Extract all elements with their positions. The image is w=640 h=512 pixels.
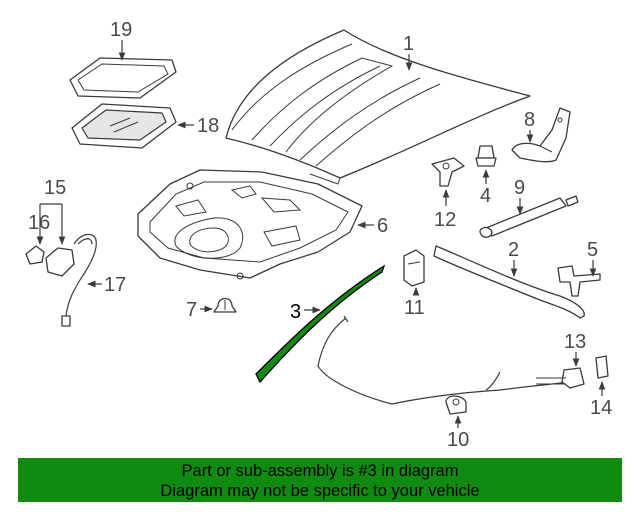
callout-2-label: 2 (508, 239, 519, 261)
callout-1: 1 (403, 33, 414, 71)
callout-16-label: 16 (28, 212, 50, 234)
callout-5: 5 (587, 239, 598, 277)
info-banner: Part or sub-assembly is #3 in diagram Di… (18, 458, 622, 502)
callout-2: 2 (508, 239, 519, 277)
callout-19: 19 (110, 19, 132, 61)
parts-diagram: 19 18 1 8 4 (25, 19, 612, 451)
callout-19-label: 19 (110, 19, 132, 41)
part-8-hinge (511, 107, 571, 163)
callout-12-label: 12 (434, 209, 456, 231)
part-10-release-handle (445, 395, 467, 415)
callout-7: 7 (186, 299, 213, 321)
callout-3-label: 3 (290, 301, 301, 323)
callout-4-label: 4 (480, 185, 491, 207)
banner-line-2: Diagram may not be specific to your vehi… (160, 482, 480, 500)
part-3-shape (255, 264, 386, 384)
callout-7-label: 7 (186, 299, 197, 321)
callout-3: 3 (290, 301, 321, 323)
callout-17-label: 17 (104, 274, 126, 296)
part-3-highlighted-seal (255, 264, 386, 384)
callout-1-label: 1 (403, 33, 414, 55)
part-9-lift-strut (479, 195, 579, 238)
part-18-window-glass (71, 103, 177, 149)
callout-9: 9 (514, 177, 525, 215)
callout-10-label: 10 (447, 429, 469, 451)
callout-16: 16 (28, 212, 50, 234)
part-6-insulator (137, 169, 363, 280)
callout-11: 11 (404, 287, 425, 319)
callout-17: 17 (87, 274, 126, 296)
banner-line-1: Part or sub-assembly is #3 in diagram (181, 462, 459, 480)
part-15-washer-bracket (45, 247, 75, 277)
callout-15: 15 (36, 177, 66, 245)
callout-8-label: 8 (524, 109, 535, 131)
callout-6-label: 6 (377, 215, 388, 237)
part-13-release-cable (317, 315, 585, 405)
callout-4: 4 (480, 169, 491, 207)
callout-6: 6 (357, 215, 388, 237)
callout-9-label: 9 (514, 177, 525, 199)
callout-14: 14 (590, 381, 612, 419)
callout-5-label: 5 (587, 239, 598, 261)
callout-8: 8 (524, 109, 535, 143)
part-14-clip (595, 355, 609, 379)
part-11-latch-bracket (403, 249, 425, 287)
part-19-window-frame (69, 57, 177, 99)
callout-14-label: 14 (590, 397, 612, 419)
part-16-nozzle (25, 245, 45, 265)
part-17-washer-hose (61, 233, 97, 327)
part-12-bracket (431, 157, 465, 187)
callout-11-label: 11 (404, 297, 425, 319)
part-7-retainer (213, 297, 237, 313)
part-4-bumper (475, 145, 497, 167)
callout-12: 12 (434, 189, 456, 231)
callout-10: 10 (447, 415, 469, 451)
part-2-seal (433, 245, 585, 319)
callout-18-label: 18 (197, 115, 219, 137)
callout-18: 18 (177, 115, 219, 137)
part-1-hood-panel (225, 29, 531, 185)
callout-15-label: 15 (44, 177, 66, 199)
part-5-support-rod (557, 265, 601, 297)
callout-13: 13 (564, 331, 586, 367)
callout-13-label: 13 (564, 331, 586, 353)
